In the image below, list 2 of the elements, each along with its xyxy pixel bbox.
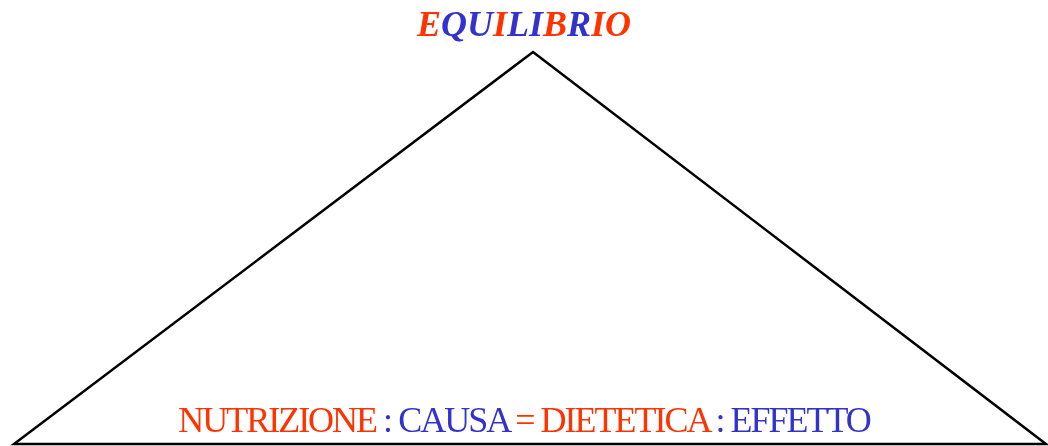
title: EQUILIBRIO	[415, 4, 633, 44]
equation-text: NUTRIZIONE : CAUSA = DIETETICA : EFFETTO	[178, 400, 870, 440]
